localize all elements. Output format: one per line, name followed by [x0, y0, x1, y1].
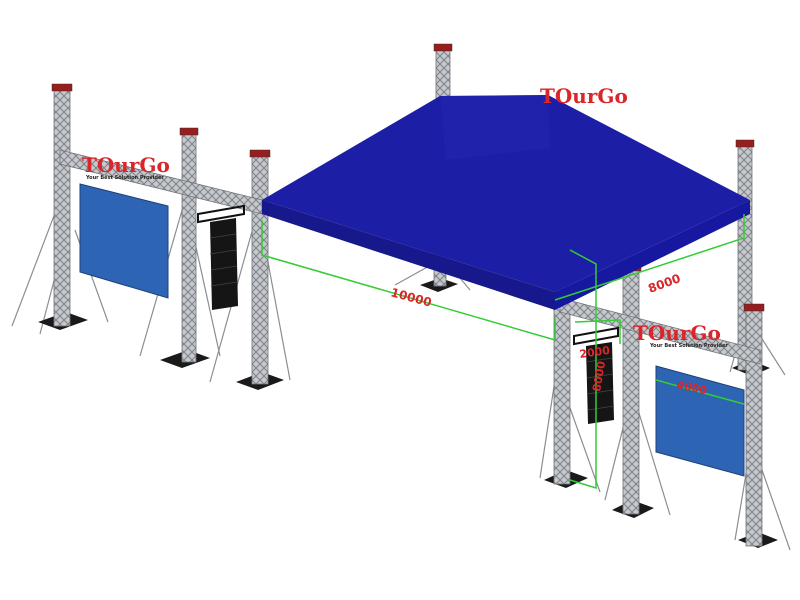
svg-text:TOurGo: TOurGo	[82, 153, 170, 177]
svg-text:Your Best Solution Provider: Your Best Solution Provider	[649, 343, 728, 349]
roof-front-slope	[262, 200, 555, 310]
speaker-array-left	[197, 204, 245, 310]
dimension-depth-line	[554, 214, 745, 301]
svg-text:TOurGo: TOurGo	[633, 321, 721, 345]
roof-canopy	[262, 95, 750, 310]
dimension-speaker-width-label: 2000	[579, 344, 611, 361]
svg-text:TOurGo: TOurGo	[540, 84, 628, 108]
led-screen-right	[655, 365, 745, 477]
brand-logo-left: TOurGo Your Best Solution Provider	[82, 153, 170, 181]
roof-back-slope	[262, 95, 750, 292]
roof-side	[555, 200, 750, 310]
brand-logo-roof: TOurGo	[540, 84, 628, 108]
speaker-array-right	[573, 326, 619, 424]
dimension-depth-label: 8000	[646, 271, 682, 296]
dimension-lines	[261, 214, 745, 490]
dimension-screen-label: 4000	[675, 378, 708, 397]
dimension-speaker-height-label: 8000	[590, 360, 608, 393]
svg-text:Your Best Solution Provider: Your Best Solution Provider	[85, 175, 164, 181]
dimension-width-line	[261, 220, 556, 341]
brand-logo-right: TOurGo Your Best Solution Provider	[633, 321, 728, 349]
dimension-width-label: 10000	[389, 285, 433, 309]
led-screen-left	[79, 183, 169, 299]
